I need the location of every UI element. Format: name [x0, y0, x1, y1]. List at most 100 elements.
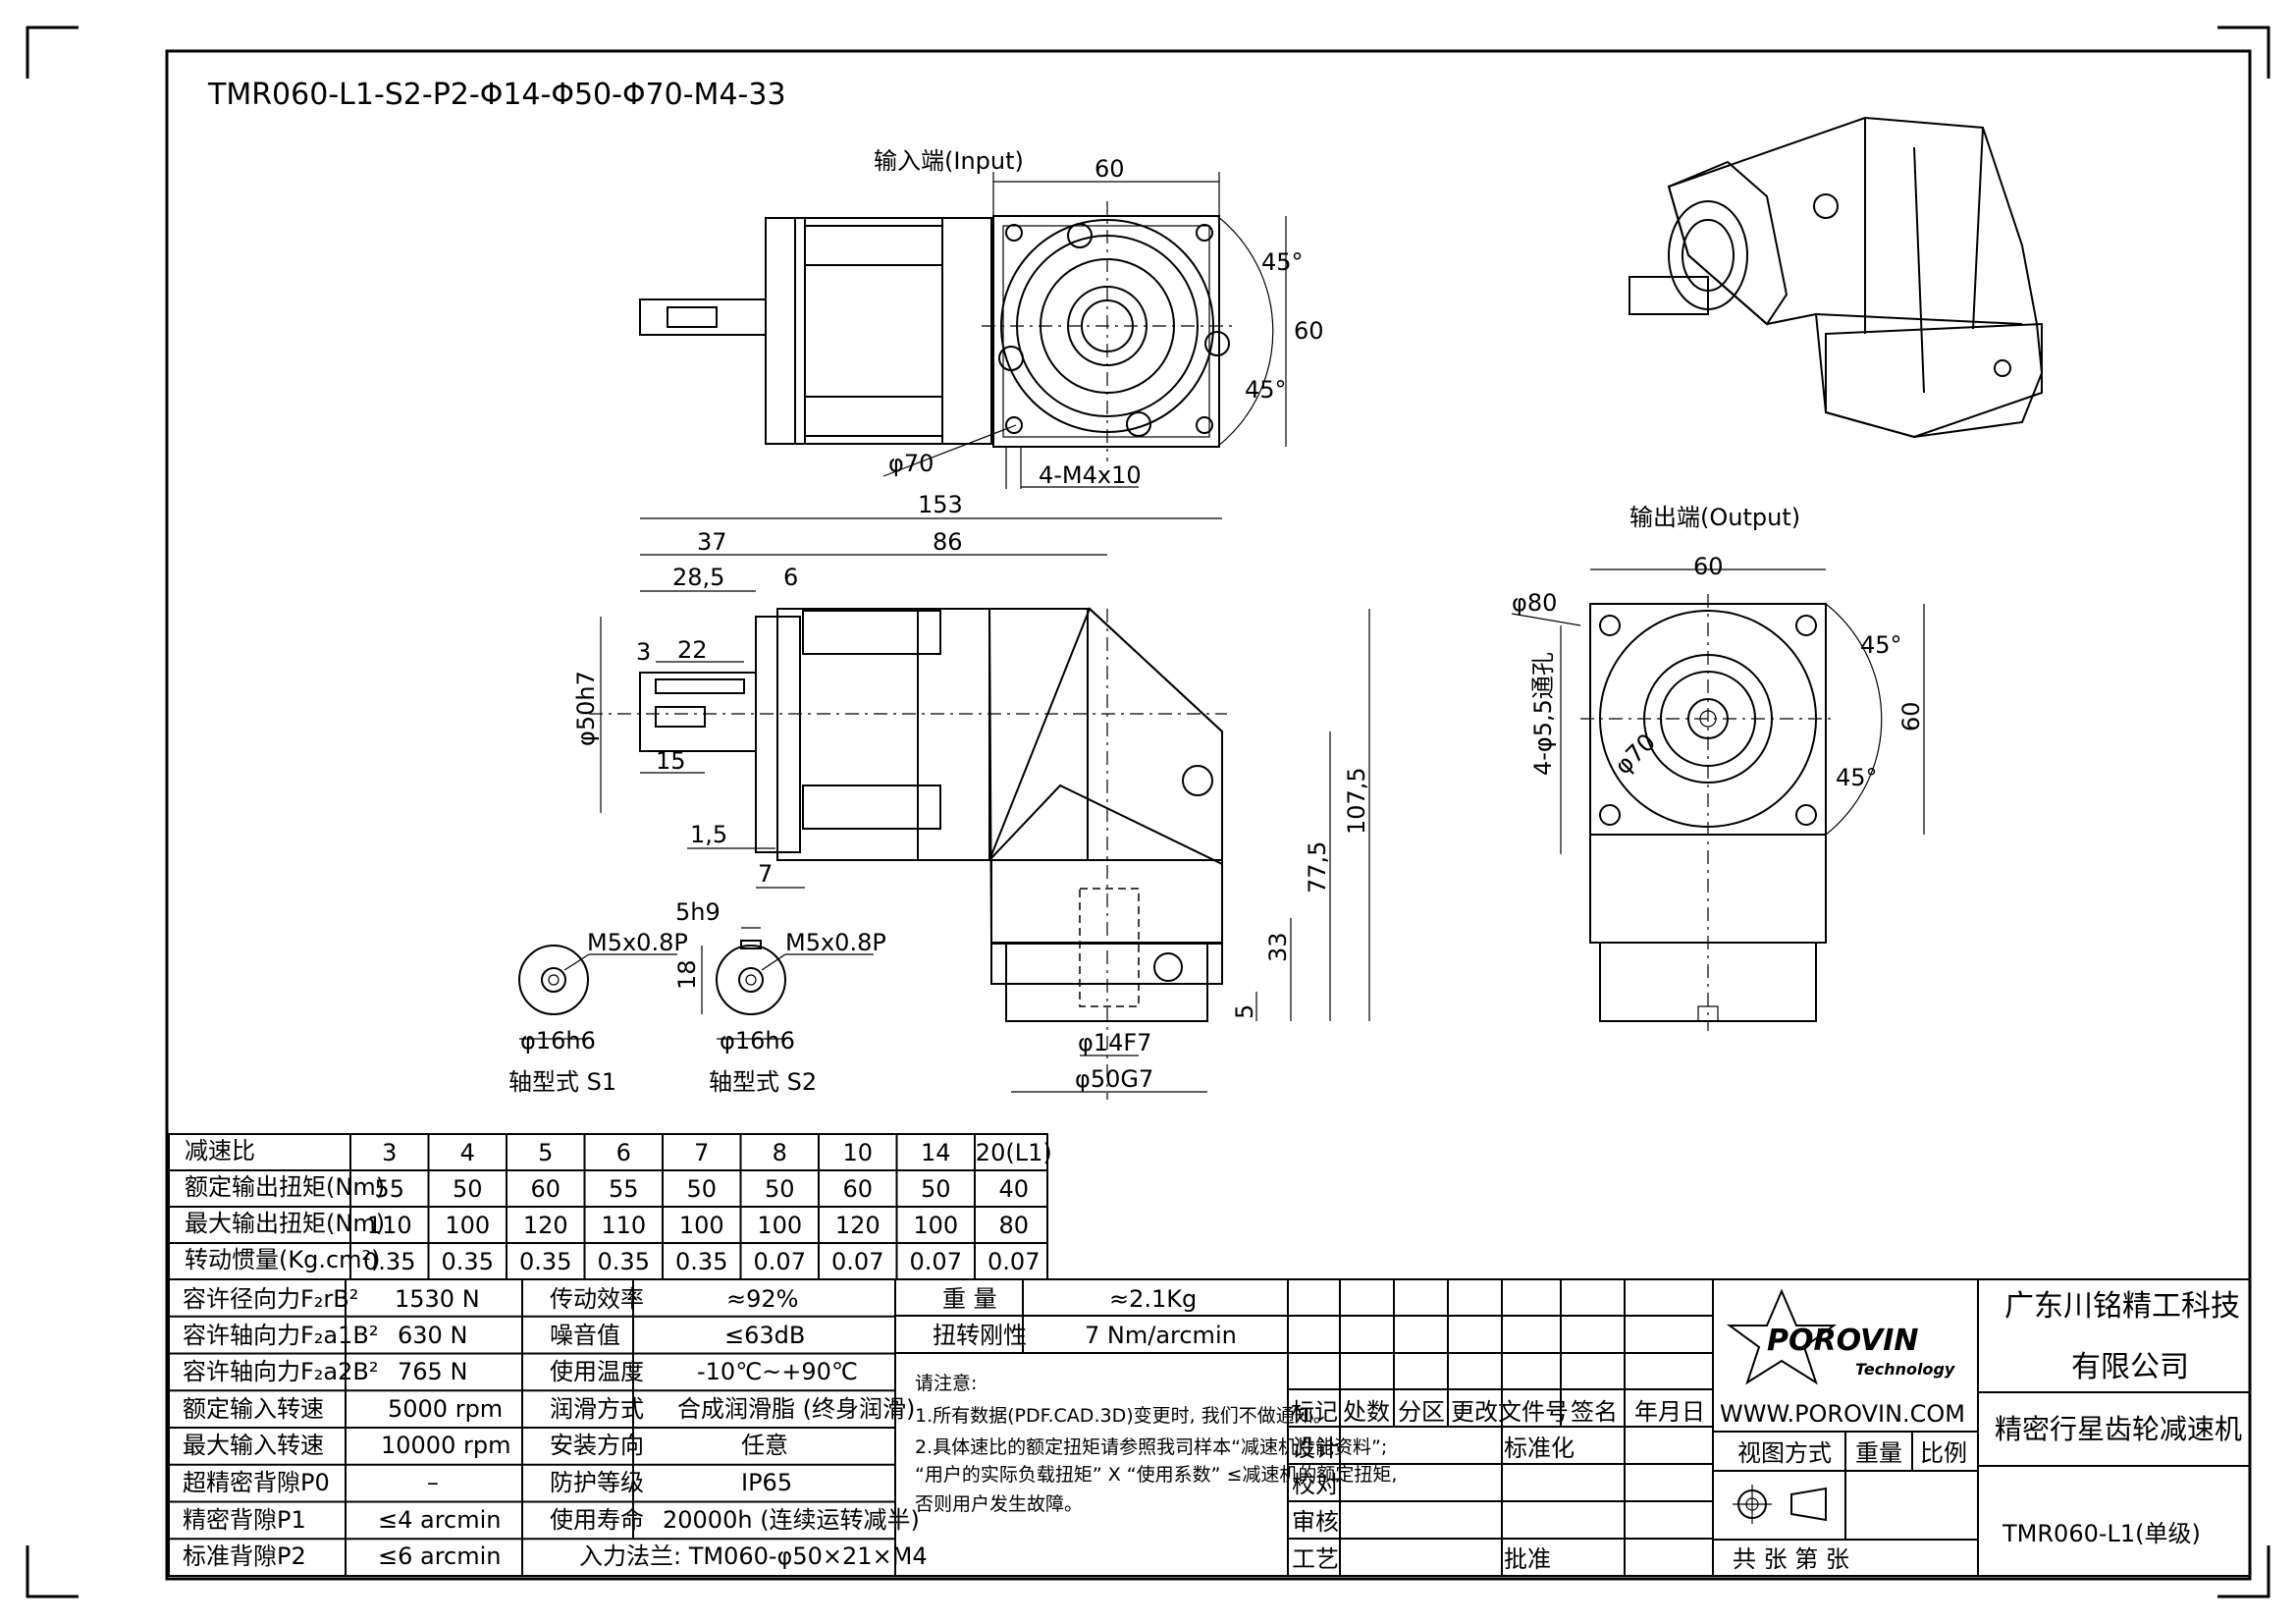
- porovin-logo: POROVIN Technology: [1726, 1288, 1955, 1385]
- dim-77-5: 77,5: [1304, 841, 1331, 893]
- ratio-cell: 110: [601, 1212, 646, 1239]
- spec1-3-label: 额定输入转速: [183, 1395, 324, 1423]
- input-label: 输入端(Input): [874, 147, 1024, 175]
- output-phi70: φ70: [1609, 729, 1661, 781]
- spec2-4-label: 安装方向: [550, 1432, 644, 1459]
- projection-symbol-icon: [1733, 1485, 1827, 1524]
- spec2-4-value: 任意: [741, 1432, 788, 1459]
- title-block: 标记 处数 分区 更改文件号 签名 年月日 设计 标准化 校对 审核 工艺 批准…: [1287, 1278, 2251, 1577]
- ratio-row-1-label: 额定输出扭矩(Nm): [185, 1173, 385, 1201]
- output-angle-1: 45°: [1860, 631, 1902, 659]
- product-name: 精密行星齿轮减速机: [1995, 1413, 2242, 1445]
- spec1-7-label: 标准背隙P2: [183, 1543, 306, 1570]
- dim-7: 7: [758, 860, 773, 888]
- dim-5: 5: [1231, 1004, 1258, 1019]
- ratio-header-2: 4: [460, 1139, 475, 1166]
- spec1-4-label: 最大输入转速: [183, 1432, 324, 1459]
- spec2-1-value: ≤63dB: [724, 1322, 805, 1349]
- ratio-cell: 0.07: [831, 1248, 883, 1275]
- dim-33: 33: [1264, 932, 1292, 962]
- output-view: 输出端(Output) 60 φ80 60 45° 45° φ70 4-φ5,5…: [1511, 504, 1925, 1031]
- tb-zone: 分区: [1398, 1398, 1445, 1426]
- tb-design: 设计: [1292, 1435, 1339, 1462]
- tb-change: 更改文件号: [1451, 1398, 1569, 1426]
- output-phi80: φ80: [1512, 589, 1557, 617]
- spec1-5-value: –: [427, 1469, 439, 1496]
- isometric-view: [1629, 116, 2044, 439]
- notes-title: 请注意:: [915, 1373, 977, 1394]
- shaft-s1-diameter: φ16h6: [520, 1027, 596, 1055]
- tb-marks: 标记: [1291, 1398, 1338, 1426]
- ratio-cell: 0.35: [363, 1248, 415, 1275]
- ratio-cell: 60: [530, 1175, 561, 1203]
- spec2-6-label: 使用寿命: [550, 1506, 644, 1534]
- spec1-2-value: 765 N: [398, 1358, 467, 1385]
- ratio-cell: 100: [445, 1212, 490, 1239]
- spec2-3-value: 合成润滑脂 (终身润滑): [677, 1395, 915, 1423]
- spec2-1-label: 噪音值: [550, 1322, 620, 1349]
- ratio-header-8: 14: [921, 1139, 951, 1166]
- spec1-6-value: ≤4 arcmin: [378, 1506, 502, 1534]
- output-angle-2: 45°: [1836, 764, 1878, 791]
- tb-process: 工艺: [1292, 1545, 1339, 1573]
- ratio-header-1: 3: [382, 1139, 397, 1166]
- spec1-2-label: 容许轴向力F₂a2B²: [183, 1358, 379, 1385]
- tb-standard: 标准化: [1504, 1435, 1575, 1462]
- weight-value: ≈2.1Kg: [1109, 1285, 1197, 1313]
- ratio-header-7: 10: [842, 1139, 873, 1166]
- spec2-2-value: -10℃~+90℃: [697, 1358, 858, 1385]
- spec2-2-label: 使用温度: [550, 1358, 644, 1385]
- ratio-cell: 0.35: [519, 1248, 571, 1275]
- spec2-3-label: 润滑方式: [550, 1395, 644, 1423]
- ratio-cell: 0.07: [988, 1248, 1040, 1275]
- output-holes: 4-φ5,5通孔: [1529, 652, 1557, 776]
- ratio-cell: 0.35: [675, 1248, 727, 1275]
- dim-phi50g7: φ50G7: [1075, 1065, 1153, 1093]
- spec-tables: 容许径向力F₂rB² 1530 N 容许轴向力F₂a1B² 630 N 容许轴向…: [168, 1278, 1397, 1577]
- view-method: 视图方式: [1737, 1439, 1832, 1467]
- dim-15: 15: [656, 747, 686, 775]
- ratio-cell: 100: [913, 1212, 958, 1239]
- ratio-cell: 50: [765, 1175, 795, 1203]
- weight-label: 重 量: [942, 1285, 997, 1313]
- top-pcd-dim: φ70: [888, 450, 934, 477]
- tb-sign: 签名: [1571, 1398, 1618, 1426]
- weight-cell: 重量: [1855, 1439, 1902, 1467]
- model-name: TMR060-L1(单级): [2002, 1520, 2201, 1547]
- ratio-cell: 80: [998, 1212, 1029, 1239]
- ratio-cell: 50: [453, 1175, 483, 1203]
- ratio-cell: 120: [835, 1212, 881, 1239]
- top-height-dim: 60: [1294, 317, 1324, 345]
- shaft-s2-thread: M5x0.8P: [785, 929, 886, 956]
- spec1-0-value: 1530 N: [395, 1285, 480, 1313]
- shaft-s2-diameter: φ16h6: [720, 1027, 795, 1055]
- dim-phi14f7: φ14F7: [1078, 1029, 1151, 1056]
- ratio-cell: 0.07: [910, 1248, 962, 1275]
- ratio-cell: 0.35: [598, 1248, 650, 1275]
- notes-line-2: 2.具体速比的额定扭矩请参照我司样本“减速机性能资料”;: [915, 1436, 1387, 1458]
- shaft-s2-label: 轴型式 S2: [709, 1068, 817, 1096]
- dim-1-5: 1,5: [690, 821, 727, 848]
- company-line-2: 有限公司: [2071, 1350, 2189, 1384]
- spec2-0-value: ≈92%: [726, 1285, 798, 1313]
- ratio-cell: 40: [998, 1175, 1029, 1203]
- dim-107-5: 107,5: [1343, 767, 1370, 835]
- stiffness-value: 7 Nm/arcmin: [1085, 1322, 1237, 1349]
- side-view: 153 37 86 28,5 6 3 22 15 1,5 7 φ50h7 107…: [572, 491, 1370, 1100]
- dim-22: 22: [677, 636, 708, 664]
- tb-count: 处数: [1343, 1398, 1390, 1426]
- spec1-0-label: 容许径向力F₂rB²: [183, 1285, 358, 1313]
- ratio-header-label: 减速比: [185, 1137, 255, 1164]
- tb-date: 年月日: [1634, 1398, 1705, 1426]
- spec1-1-value: 630 N: [398, 1322, 467, 1349]
- ratio-cell: 0.35: [442, 1248, 494, 1275]
- ratio-header-4: 6: [616, 1139, 631, 1166]
- ratio-cell: 100: [757, 1212, 802, 1239]
- top-angle-2: 45°: [1245, 376, 1287, 404]
- spec2-5-label: 防护等级: [550, 1469, 644, 1496]
- input-flange: 入力法兰: TM060-φ50×21×M4: [579, 1543, 928, 1570]
- spec2-5-value: IP65: [741, 1469, 792, 1496]
- ratio-cell: 100: [679, 1212, 724, 1239]
- ratio-cell: 110: [367, 1212, 412, 1239]
- ratio-header-6: 8: [773, 1139, 787, 1166]
